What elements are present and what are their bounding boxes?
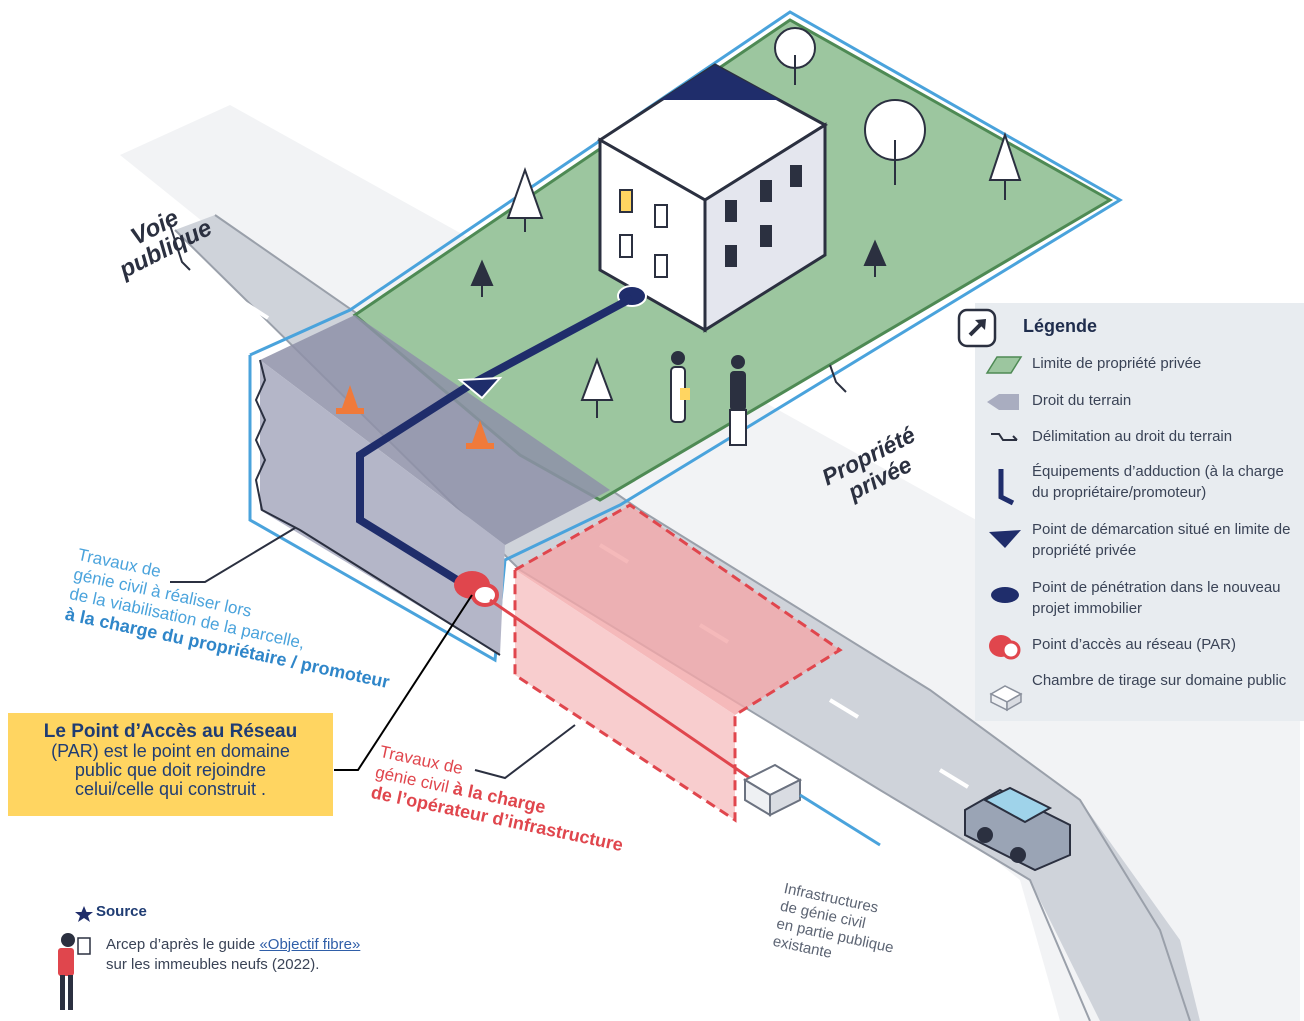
existing-duct <box>799 793 881 847</box>
excavation-top <box>260 315 610 545</box>
private-works-outline <box>248 10 1123 663</box>
public-works-outline <box>513 503 843 823</box>
expand-arrow-icon[interactable] <box>955 306 999 352</box>
public-works-front <box>515 570 735 820</box>
legend-title: Légende <box>1023 316 1098 336</box>
traffic-cone-icon <box>466 420 494 449</box>
travaux-prop-leader <box>170 527 296 583</box>
small-tree-icon <box>470 239 887 297</box>
par-callout-title: Le Point d’Accès au Réseau <box>43 721 298 742</box>
legend-item-5: Point de pénétration dans le nouveau pro… <box>1032 579 1281 617</box>
operator-duct <box>489 598 761 787</box>
legend-item-2: Délimitation au droit du terrain <box>1032 428 1233 445</box>
par-leader <box>334 594 473 771</box>
travaux-op-leader <box>474 724 576 780</box>
reader-figure-icon <box>58 933 91 1010</box>
excavation-jagged-edge <box>254 359 501 656</box>
par-cylinder-icon <box>454 571 499 607</box>
source-text-after: sur les immeubles neufs (2022). <box>106 956 320 973</box>
adduction-pipe <box>356 294 634 592</box>
star-icon <box>75 906 93 922</box>
public-works-top <box>515 505 840 715</box>
chamber-box-legend-icon <box>989 685 1023 712</box>
excavation-front <box>260 360 505 655</box>
legend-item-3: Équipements d’adduction (à la charge du … <box>1032 463 1284 501</box>
objectif-fibre-link[interactable]: «Objectif fibre» <box>259 936 361 953</box>
tree-icon <box>506 27 1022 418</box>
traffic-cone-icon <box>336 385 364 414</box>
legend-item-0: Limite de propriété privée <box>1032 355 1202 372</box>
source-title: Source <box>96 903 147 920</box>
propriete-leader <box>829 364 847 393</box>
car-icon <box>964 786 1071 872</box>
roof-accent <box>660 65 780 100</box>
building <box>597 63 828 333</box>
par-callout-text: (PAR) est le point en domaine public que… <box>51 741 290 799</box>
grey-arrow-icon <box>987 394 1019 410</box>
legend-item-6: Point d’accès au réseau (PAR) <box>1032 636 1236 653</box>
par-cylinder-legend-icon <box>989 635 1021 660</box>
legend-item-7: Chambre de tirage sur domaine public <box>1032 672 1287 689</box>
demarcation-point-icon <box>457 376 503 400</box>
par-callout: Le Point d’Accès au Réseau (PAR) est le … <box>8 713 333 816</box>
penetration-ellipse-icon <box>991 587 1019 603</box>
legend-panel: Légende Limite de propriété privée Droit… <box>957 303 1304 721</box>
step-line-icon <box>991 433 1018 441</box>
source-text: Arcep d’après le guide «Objectif fibre» … <box>106 935 360 975</box>
green-parcel-icon <box>985 356 1023 374</box>
demarcation-triangle-icon <box>989 530 1021 548</box>
chamber-box-icon <box>742 763 803 817</box>
l-pipe-icon <box>998 469 1015 506</box>
people-icon <box>670 351 747 446</box>
voie-leader <box>169 224 191 271</box>
legend-item-4: Point de démarcation situé en limite de … <box>1032 521 1291 559</box>
legend-item-1: Droit du terrain <box>1032 392 1132 409</box>
source-text-before: Arcep d’après le guide <box>106 936 260 953</box>
